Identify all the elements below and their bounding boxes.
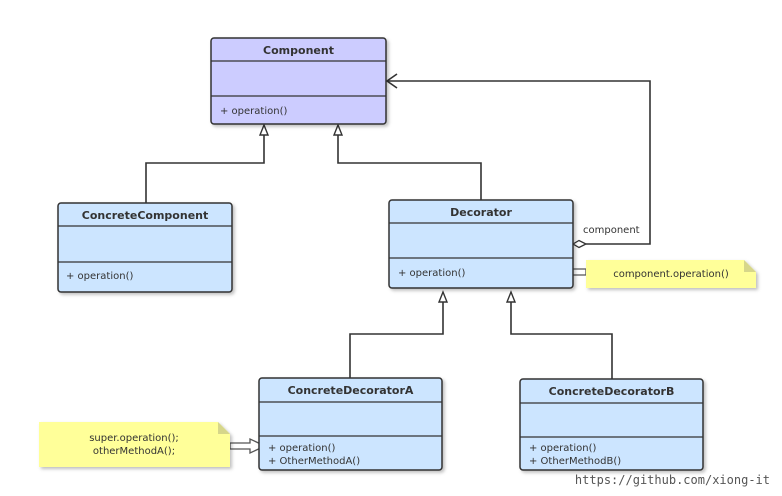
note-line: otherMethodA(); xyxy=(93,446,175,457)
class-method: + OtherMethodB() xyxy=(529,456,621,467)
note-shape xyxy=(586,260,756,288)
class-method: + operation() xyxy=(398,268,465,279)
edge-concrete-component-to-component xyxy=(145,135,265,203)
class-concrete-decorator-a: ConcreteDecoratorA + operation() + Other… xyxy=(258,377,443,471)
generalization-arrowhead xyxy=(258,123,270,136)
class-box xyxy=(388,199,574,289)
class-decorator: Decorator + operation() xyxy=(388,199,574,289)
class-box xyxy=(258,377,443,471)
watermark: https://github.com/xiong-it xyxy=(575,473,770,487)
generalization-arrowhead xyxy=(437,290,449,303)
class-title: ConcreteDecoratorB xyxy=(549,385,675,398)
class-component: Component + operation() xyxy=(210,37,387,125)
class-method: + OtherMethodA() xyxy=(268,456,360,467)
aggregation-diamond xyxy=(571,239,588,249)
class-box xyxy=(57,202,233,293)
class-method: + operation() xyxy=(529,443,596,454)
class-concrete-decorator-b: ConcreteDecoratorB + operation() + Other… xyxy=(519,378,704,471)
edge-decorator-b-to-decorator xyxy=(510,302,613,379)
note-fold xyxy=(218,422,230,434)
edge-decorator-aggregates-component xyxy=(388,80,651,245)
association-open-arrowhead xyxy=(385,73,398,89)
class-title: Component xyxy=(263,44,334,57)
class-method: + operation() xyxy=(268,443,335,454)
class-method: + operation() xyxy=(66,271,133,282)
class-title: ConcreteDecoratorA xyxy=(288,384,414,397)
class-concrete-component: ConcreteComponent + operation() xyxy=(57,202,233,293)
note-shape xyxy=(39,422,230,467)
generalization-arrowhead xyxy=(332,123,344,136)
class-box xyxy=(210,37,387,125)
class-box xyxy=(519,378,704,471)
class-method: + operation() xyxy=(220,106,287,117)
note-decorator-a: super.operation(); otherMethodA(); xyxy=(39,422,230,467)
generalization-arrowhead xyxy=(505,290,517,303)
note-line: component.operation() xyxy=(613,269,729,280)
class-title: Decorator xyxy=(450,206,512,219)
note-decorator: component.operation() xyxy=(586,260,756,288)
note-line: super.operation(); xyxy=(89,433,179,444)
note-fold xyxy=(744,260,756,272)
note-arrow-decorator-a xyxy=(229,437,267,455)
class-title: ConcreteComponent xyxy=(82,209,209,222)
association-label: component xyxy=(583,225,640,236)
edge-decorator-a-to-decorator xyxy=(349,302,444,378)
edge-decorator-to-component xyxy=(337,135,482,200)
